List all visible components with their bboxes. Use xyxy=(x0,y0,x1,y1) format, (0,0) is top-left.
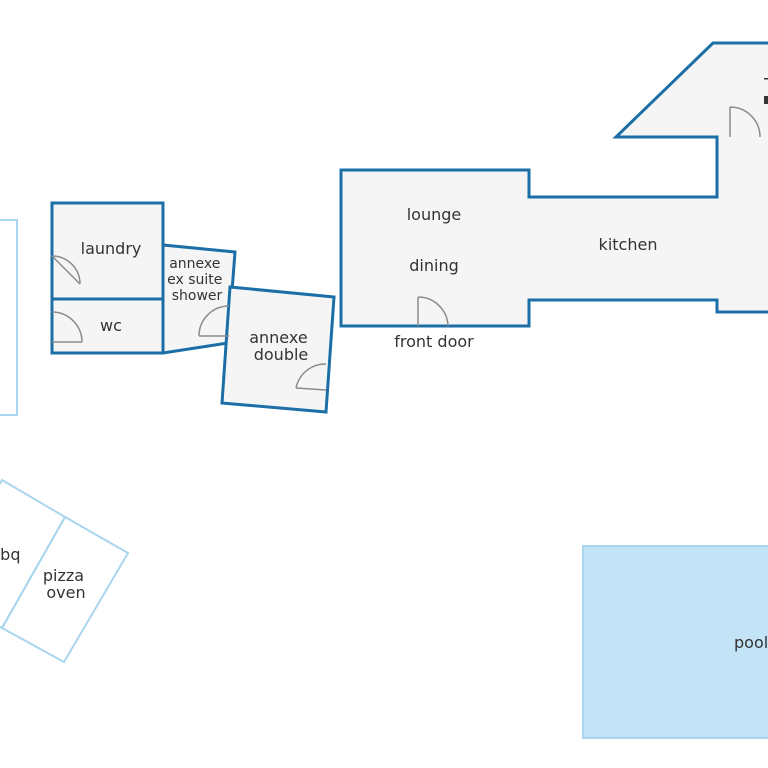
pool-outline xyxy=(582,545,768,739)
bbq-label: bbq xyxy=(0,545,20,564)
annexe-shower-room: annexe ex suite shower xyxy=(161,243,237,355)
lounge-label: lounge xyxy=(407,205,462,224)
laundry-room: laundry xyxy=(50,201,165,301)
dining-label: dining xyxy=(409,256,458,275)
main-house-outline xyxy=(339,41,768,328)
door-front xyxy=(417,296,449,327)
front-door-label: front door xyxy=(394,332,474,351)
kitchen-label: kitchen xyxy=(599,235,658,254)
wc-room: wc xyxy=(50,297,165,355)
main-house: lounge dining kitchen front door xyxy=(339,41,768,351)
pizza-oven-area: pizza oven xyxy=(0,515,130,664)
pizza-oven-label: pizza oven xyxy=(43,566,89,602)
annexe-double-room: annexe double xyxy=(220,285,336,414)
upper-right-room-clipped-label xyxy=(764,78,768,104)
door-wc xyxy=(51,311,83,343)
pizza-oven-outline xyxy=(0,515,130,664)
outdoor-structure-left xyxy=(0,219,18,416)
door-laundry xyxy=(51,255,81,285)
annexe-double-label: annexe double xyxy=(249,328,313,364)
pool-area: pool xyxy=(582,545,768,739)
laundry-label: laundry xyxy=(81,239,142,258)
annexe-shower-label: annexe ex suite shower xyxy=(167,256,227,304)
wc-label: wc xyxy=(100,316,122,335)
annexe-double-outline xyxy=(220,285,336,414)
bbq-area: bbq xyxy=(0,478,67,630)
door-upper-right xyxy=(729,106,761,138)
door-annexe-shower xyxy=(198,305,230,337)
pool-label: pool xyxy=(734,633,768,652)
door-annexe-double xyxy=(295,363,327,391)
